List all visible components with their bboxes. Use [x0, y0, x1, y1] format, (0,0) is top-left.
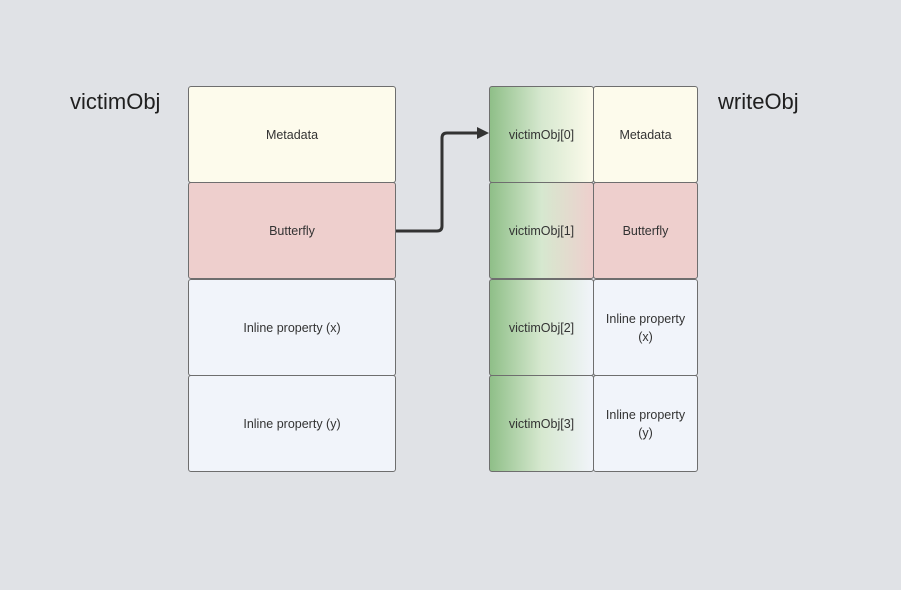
write-metadata-cell: Metadata	[593, 86, 698, 183]
write-index-cell-1: victimObj[1]	[489, 182, 594, 279]
victim-butterfly-cell: Butterfly	[188, 182, 396, 279]
arrow-head-icon	[477, 127, 489, 139]
victim-inline-y-cell: Inline property (y)	[188, 375, 396, 472]
write-obj-title: writeObj	[718, 89, 799, 114]
write-index-cell-3: victimObj[3]	[489, 375, 594, 472]
write-index-cell-2: victimObj[2]	[489, 279, 594, 376]
write-inline-y-cell: Inline property (y)	[593, 375, 698, 472]
write-inline-x-cell: Inline property (x)	[593, 279, 698, 376]
victim-obj-title: victimObj	[70, 89, 161, 114]
write-butterfly-cell: Butterfly	[593, 182, 698, 279]
victim-inline-x-cell: Inline property (x)	[188, 279, 396, 376]
write-index-cell-0: victimObj[0]	[489, 86, 594, 183]
victim-metadata-cell: Metadata	[188, 86, 396, 183]
